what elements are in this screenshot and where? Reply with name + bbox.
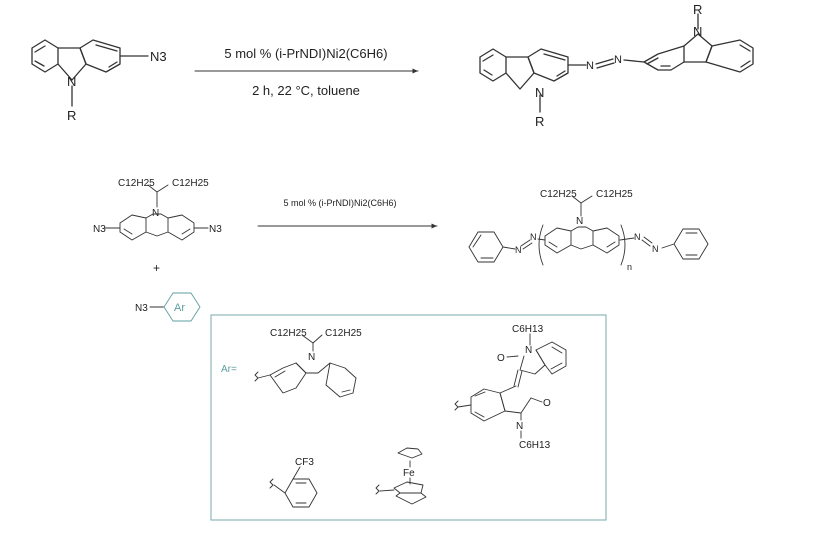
oxygen-label: O [543,398,551,409]
nitrogen-label: N [308,352,315,363]
reaction1-conditions: 2 h, 22 °C, toluene [252,83,360,98]
c12h25-label: C12H25 [270,328,307,339]
repeat-n-subscript: n [627,262,632,272]
nitrogen-label: N [535,85,544,100]
azo-n: N [652,244,659,254]
reaction1-reactant-azidocarbazole: N3 N R [31,39,167,123]
nitrogen-label: N [525,345,532,356]
r-label: R [535,114,544,129]
c12h25-label: C12H25 [172,178,209,189]
nitrogen-label: N [516,421,523,432]
nitrogen-label: N [152,208,159,219]
reaction1-catalyst: 5 mol % (i-PrNDI)Ni2(C6H6) [224,46,387,61]
r-label: R [67,108,76,123]
cf3-label: CF3 [295,457,314,468]
azo-n-left: N [586,60,594,72]
reaction2-aryl-azide: N3 Ar [135,292,201,322]
reaction2-monomer-diazidocarbazole: C12H25 C12H25 N N3 N3 [93,178,222,241]
azo-n: N [634,232,641,242]
oxygen-label: O [497,353,505,364]
ar-substituent-box [210,314,607,521]
c6h13-label: C6H13 [519,440,551,451]
nitrogen-label: N [693,24,702,39]
reaction1-product-azo-dimer: N R N N N R [479,2,754,129]
ar-option-trifluoromethylphenyl: CF3 [269,457,318,508]
plus-sign: + [153,261,160,275]
c12h25-label: C12H25 [540,189,577,200]
nitrogen-label: N [67,74,76,89]
n3-label: N3 [150,49,167,64]
reaction2-polymer-product: C12H25 C12H25 N N N n N N [468,189,709,272]
ar-equals-label: Ar= [221,364,237,375]
c6h13-label: C6H13 [512,324,544,335]
ar-label: Ar [174,302,185,314]
c12h25-label: C12H25 [325,328,362,339]
n3-label: N3 [93,224,106,235]
r-label: R [693,2,702,17]
azo-n: N [530,232,537,242]
n3-label: N3 [135,303,148,314]
ar-option-isoindigo: C6H13 N O O N C6H13 [454,324,567,451]
n3-label: N3 [209,224,222,235]
nitrogen-label: N [576,216,583,227]
c12h25-label: C12H25 [118,178,155,189]
azo-n-right: N [614,54,622,66]
fe-label: Fe [403,468,415,479]
ar-option-ferrocenyl: Fe [375,447,427,505]
reaction2-catalyst: 5 mol % (i-PrNDI)Ni2(C6H6) [283,198,396,208]
ar-option-carbazole: C12H25 C12H25 N [254,328,362,398]
c12h25-label: C12H25 [596,189,633,200]
azo-n: N [515,245,522,255]
